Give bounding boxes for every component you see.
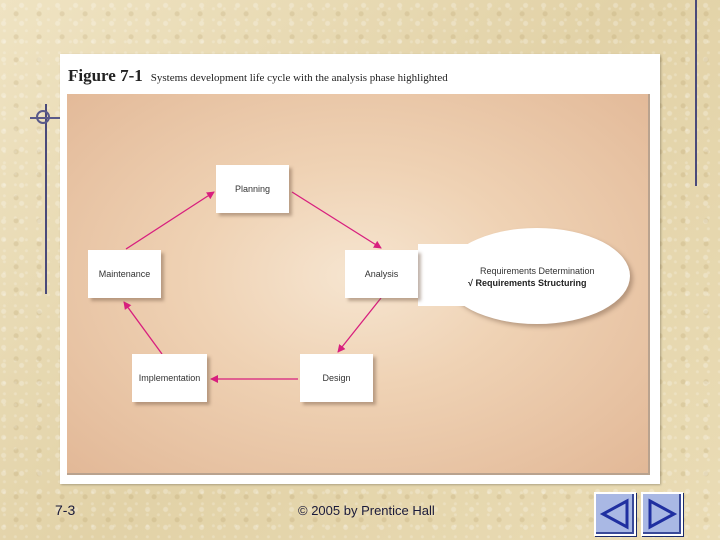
figure-number: Figure 7-1 [68, 66, 143, 85]
phase-maintenance: Maintenance [88, 250, 161, 298]
phase-implementation: Implementation [132, 354, 207, 402]
slide-number: 7-3 [55, 502, 76, 518]
requirements-determination-label: Requirements Determination [480, 266, 595, 276]
next-slide-button[interactable] [641, 492, 683, 536]
next-triangle-icon [648, 498, 678, 530]
figure-title: Figure 7-1 Systems development life cycl… [68, 66, 448, 86]
right-vertical-line [695, 0, 697, 186]
analysis-bubble-connector [418, 244, 478, 306]
phase-planning: Planning [216, 165, 289, 213]
prev-triangle-icon [599, 498, 629, 530]
copyright-notice: © 2005 by Prentice Hall [298, 503, 435, 518]
figure-caption: Systems development life cycle with the … [150, 72, 448, 84]
requirements-structuring-label: √ Requirements Structuring [468, 278, 587, 288]
left-vertical-line [45, 104, 47, 294]
phase-design: Design [300, 354, 373, 402]
crosshair-circle-icon [36, 110, 50, 124]
previous-slide-button[interactable] [594, 492, 636, 536]
phase-analysis: Analysis [345, 250, 418, 298]
